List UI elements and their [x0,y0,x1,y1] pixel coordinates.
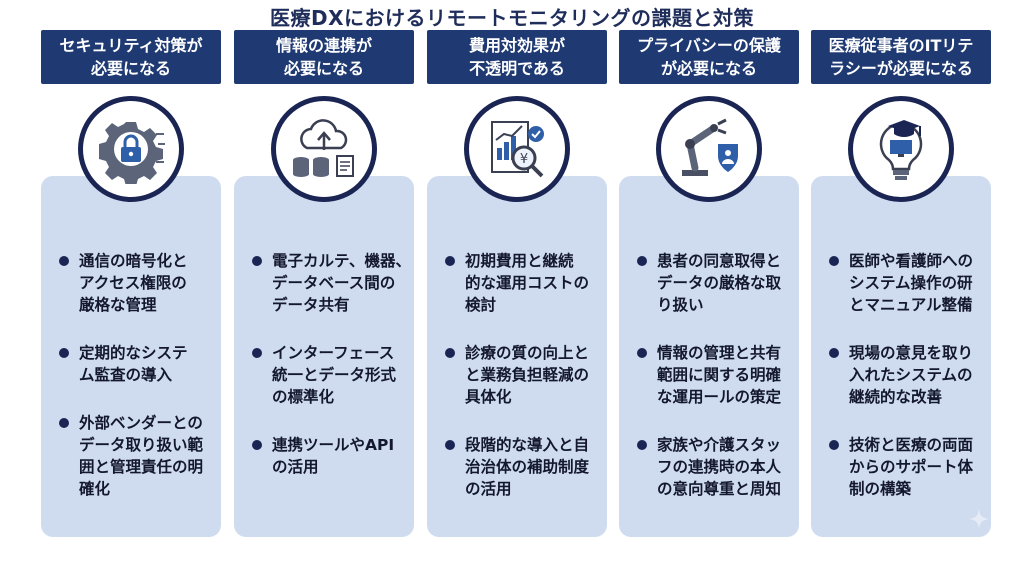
column-it-literacy: 医療従事者のITリテ ラシーが必要になる 医師や看護師への システム操作の研 と… [811,30,991,540]
column-cost-effectiveness: 費用対効果が 不透明である ¥ 初期費用と継続 的な運用コストの 検討 診療の質… [427,30,607,540]
bullet-item: 初期費用と継続 的な運用コストの 検討 [443,250,607,316]
column-panel [41,176,221,537]
bullet-list: 通信の暗号化と アクセス権限の 厳格な管理 定期的なシステ ム監査の導入 外部ベ… [57,250,221,500]
sparkle-icon [969,509,989,529]
heading-line: プライバシーの保護 [637,36,781,55]
bullet-list: 初期費用と継続 的な運用コストの 検討 診療の質の向上と と業務負担軽減の 具体… [443,250,607,500]
bullet-item: 医師や看護師への システム操作の研 とマニュアル整備 [827,250,991,316]
heading-line: 情報の連携が [275,36,372,55]
bullet-item: 通信の暗号化と アクセス権限の 厳格な管理 [57,250,221,316]
heading-line: 必要になる [283,59,364,78]
cost-analysis-icon: ¥ [464,96,570,202]
page-title: 医療DXにおけるリモートモニタリングの課題と対策 [269,6,755,30]
bullet-item: 現場の意見を取り 入れたシステムの 継続的な改善 [827,342,991,408]
bullet-item: 患者の同意取得と データの厳格な取 り扱い [635,250,799,316]
column-heading: 情報の連携が 必要になる [234,30,414,84]
column-heading: プライバシーの保護 が必要になる [619,30,799,84]
heading-line: 費用対効果が [468,36,565,55]
column-panel [427,176,607,537]
bullet-list: 患者の同意取得と データの厳格な取 り扱い 情報の管理と共有 範囲に関する明確 … [635,250,799,500]
bullet-item: 外部ベンダーとの データ取り扱い範 囲と管理責任の明 確化 [57,412,221,500]
heading-line: セキュリティ対策が [59,36,203,55]
heading-line: 必要になる [90,59,171,78]
heading-line: が必要になる [660,59,757,78]
bullet-item: 家族や介護スタッ フの連携時の本人 の意向尊重と周知 [635,434,799,500]
column-heading: 費用対効果が 不透明である [427,30,607,84]
robot-arm-shield-icon [656,96,762,202]
bullet-item: 情報の管理と共有 範囲に関する明確 な運用ールの策定 [635,342,799,408]
bullet-item: 連携ツールやAPI の活用 [250,434,414,478]
bullet-item: インターフェース 統一とデータ形式 の標準化 [250,342,414,408]
gear-lock-icon [78,96,184,202]
column-panel [811,176,991,537]
svg-text:¥: ¥ [520,152,528,167]
cloud-database-icon [271,96,377,202]
bullet-item: 電子カルテ、機器、 データベース間の データ共有 [250,250,414,316]
column-heading: セキュリティ対策が 必要になる [41,30,221,84]
column-heading: 医療従事者のITリテ ラシーが必要になる [811,30,991,84]
column-panel [619,176,799,537]
column-security: セキュリティ対策が 必要になる 通信の暗号化と アクセス権限の 厳格な管理 定期… [41,30,221,540]
heading-line: 不透明である [469,59,565,78]
column-panel [234,176,414,537]
heading-line: ラシーが必要になる [829,59,973,78]
bullet-list: 電子カルテ、機器、 データベース間の データ共有 インターフェース 統一とデータ… [250,250,414,478]
column-data-integration: 情報の連携が 必要になる 電子カルテ、機器、 データベース間の データ共有 イン… [234,30,414,540]
bullet-item: 定期的なシステ ム監査の導入 [57,342,221,386]
bullet-item: 診療の質の向上と と業務負担軽減の 具体化 [443,342,607,408]
column-privacy: プライバシーの保護 が必要になる 患者の同意取得と データの厳格な取 り扱い 情… [619,30,799,540]
bullet-item: 段階的な導入と自 治治体の補助制度 の活用 [443,434,607,500]
lightbulb-graduation-icon [848,96,954,202]
heading-line: 医療従事者のITリテ [828,36,974,55]
bullet-list: 医師や看護師への システム操作の研 とマニュアル整備 現場の意見を取り 入れたシ… [827,250,991,500]
bullet-item: 技術と医療の両面 からのサポート体 制の構築 [827,434,991,500]
